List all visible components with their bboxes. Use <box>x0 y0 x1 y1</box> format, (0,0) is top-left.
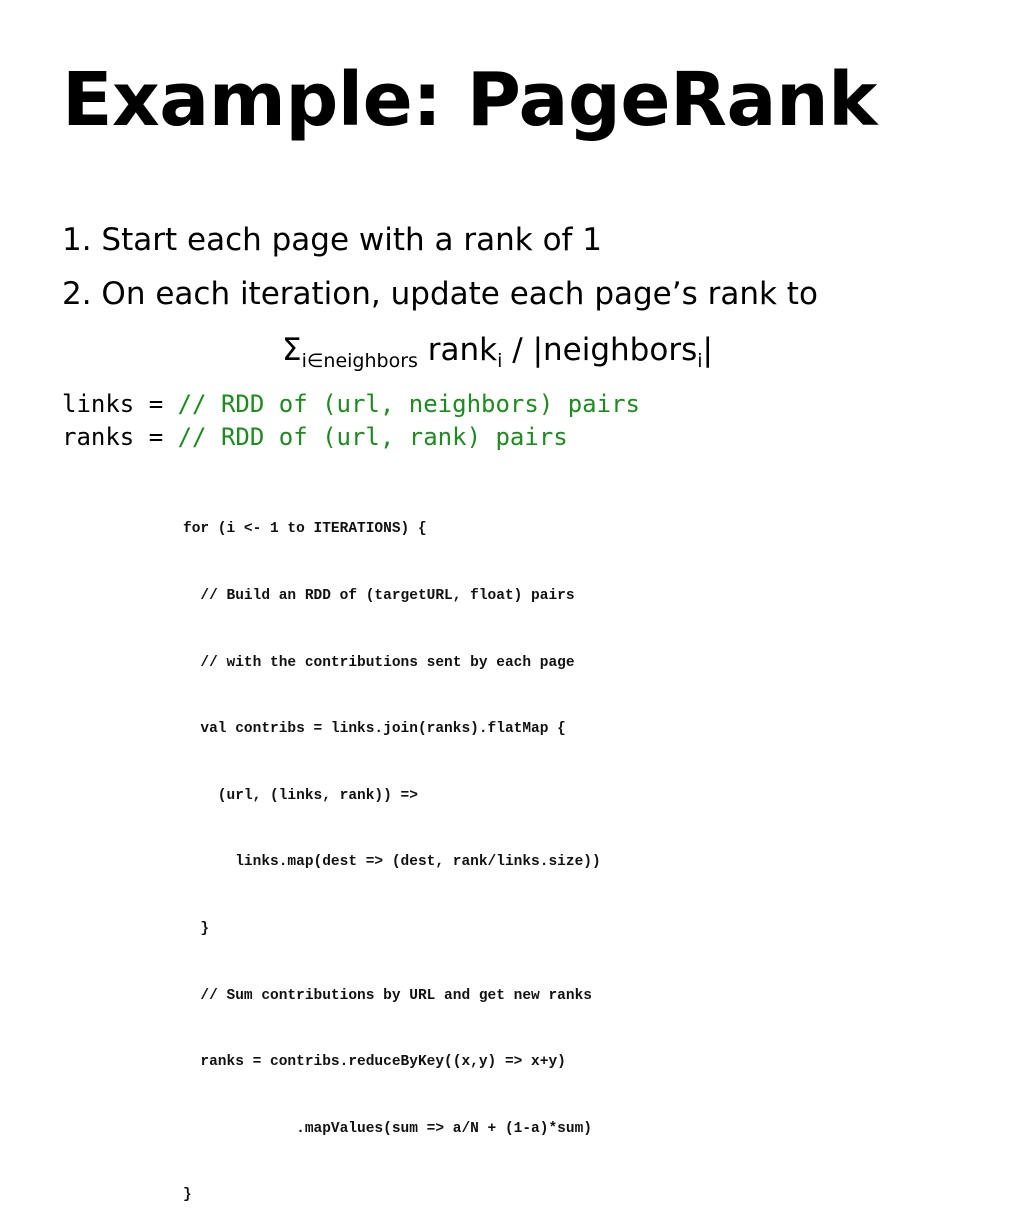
snippet-line: // Build an RDD of (targetURL, float) pa… <box>183 588 575 604</box>
links-code-line: links = // RDD of (url, neighbors) pairs <box>62 390 640 419</box>
formula-close: | <box>702 332 713 368</box>
links-code: links = <box>62 390 178 418</box>
formula-rank: rank <box>417 332 498 368</box>
snippet-line: } <box>183 1187 192 1204</box>
rank-formula: Σi∈neighbors ranki / |neighborsi| <box>282 330 713 372</box>
snippet-line: for (i <- 1 to ITERATIONS) { <box>183 521 427 538</box>
sigma-subscript: i∈neighbors <box>301 350 418 372</box>
snippet-line: .mapValues(sum => a/N + (1-a)*sum) <box>183 1120 592 1137</box>
neighbors-subscript: i <box>697 350 703 372</box>
snippet-line: (url, (links, rank)) => <box>183 787 418 804</box>
bullet-start-rank: 1. Start each page with a rank of 1 <box>62 222 603 258</box>
links-comment: // RDD of (url, neighbors) pairs <box>177 390 640 418</box>
ranks-code-line: ranks = // RDD of (url, rank) pairs <box>62 423 568 452</box>
ranks-code: ranks = <box>62 423 178 451</box>
ranks-comment: // RDD of (url, rank) pairs <box>177 423 568 451</box>
slide-title: Example: PageRank <box>62 57 877 143</box>
sigma-symbol: Σ <box>282 332 302 368</box>
snippet-line: links.map(dest => (dest, rank/links.size… <box>183 854 601 871</box>
bullet-update-rank: 2. On each iteration, update each page’s… <box>62 276 818 312</box>
scala-code-snippet: for (i <- 1 to ITERATIONS) { // Build an… <box>183 474 601 1229</box>
snippet-line: // Sum contributions by URL and get new … <box>183 987 592 1004</box>
snippet-line: ranks = contribs.reduceByKey((x,y) => x+… <box>183 1054 566 1071</box>
rank-subscript: i <box>497 350 503 372</box>
snippet-line: } <box>183 920 210 937</box>
formula-divider: / |neighbors <box>502 332 698 368</box>
snippet-line: // with the contributions sent by each p… <box>183 654 575 671</box>
snippet-line: val contribs = links.join(ranks).flatMap… <box>183 721 566 738</box>
